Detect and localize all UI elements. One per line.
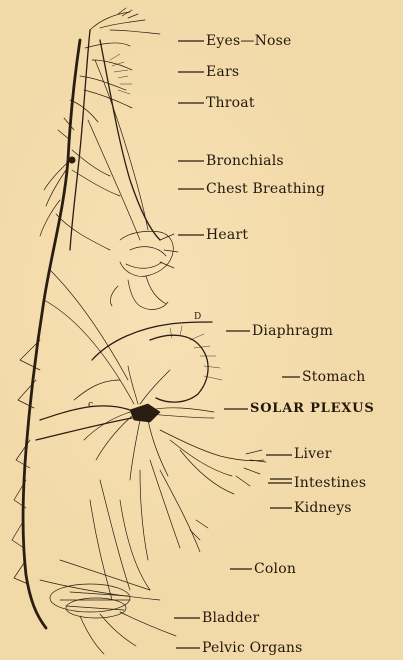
solar-plexus-node bbox=[74, 366, 214, 480]
liver-leader bbox=[266, 450, 294, 460]
sympathetic-chain bbox=[70, 30, 90, 250]
label-diaphragm: Diaphragm bbox=[252, 323, 333, 339]
label-throat: Throat bbox=[206, 95, 255, 111]
heart-plexus bbox=[110, 231, 178, 309]
ganglion bbox=[69, 157, 76, 164]
label-solar-plexus: SOLAR PLEXUS bbox=[250, 401, 375, 417]
label-kidneys: Kidneys bbox=[294, 500, 352, 516]
nerve-fiber bbox=[88, 120, 140, 240]
spinal-cord bbox=[23, 40, 80, 628]
label-liver: Liver bbox=[294, 446, 332, 462]
intestine-nerves bbox=[140, 460, 208, 560]
label-bronchials: Bronchials bbox=[206, 153, 284, 169]
label-heart: Heart bbox=[206, 227, 248, 243]
nerve-fiber bbox=[44, 300, 134, 404]
leader-lines bbox=[174, 41, 300, 648]
label-bladder: Bladder bbox=[202, 610, 259, 626]
label-intestines: Intestines bbox=[294, 475, 366, 491]
label-ears: Ears bbox=[206, 64, 239, 80]
vagus-nerve bbox=[100, 40, 160, 240]
label-colon: Colon bbox=[254, 561, 296, 577]
stomach-nerves bbox=[170, 326, 222, 380]
marker-c: c bbox=[88, 400, 93, 410]
nerve-fiber bbox=[50, 270, 128, 380]
label-chest-breathing: Chest Breathing bbox=[206, 181, 325, 197]
label-stomach: Stomach bbox=[302, 369, 366, 385]
head-nerves bbox=[58, 8, 160, 140]
marker-d: D bbox=[194, 312, 201, 322]
liver-nerves bbox=[160, 430, 266, 494]
label-eyes-nose: Eyes—Nose bbox=[206, 33, 292, 49]
splanchnic-nerve bbox=[36, 418, 132, 440]
colon-nerves bbox=[40, 480, 160, 600]
label-pelvic-organs: Pelvic Organs bbox=[202, 640, 303, 656]
stomach-outline bbox=[150, 335, 208, 402]
splanchnic-nerve bbox=[40, 406, 130, 420]
